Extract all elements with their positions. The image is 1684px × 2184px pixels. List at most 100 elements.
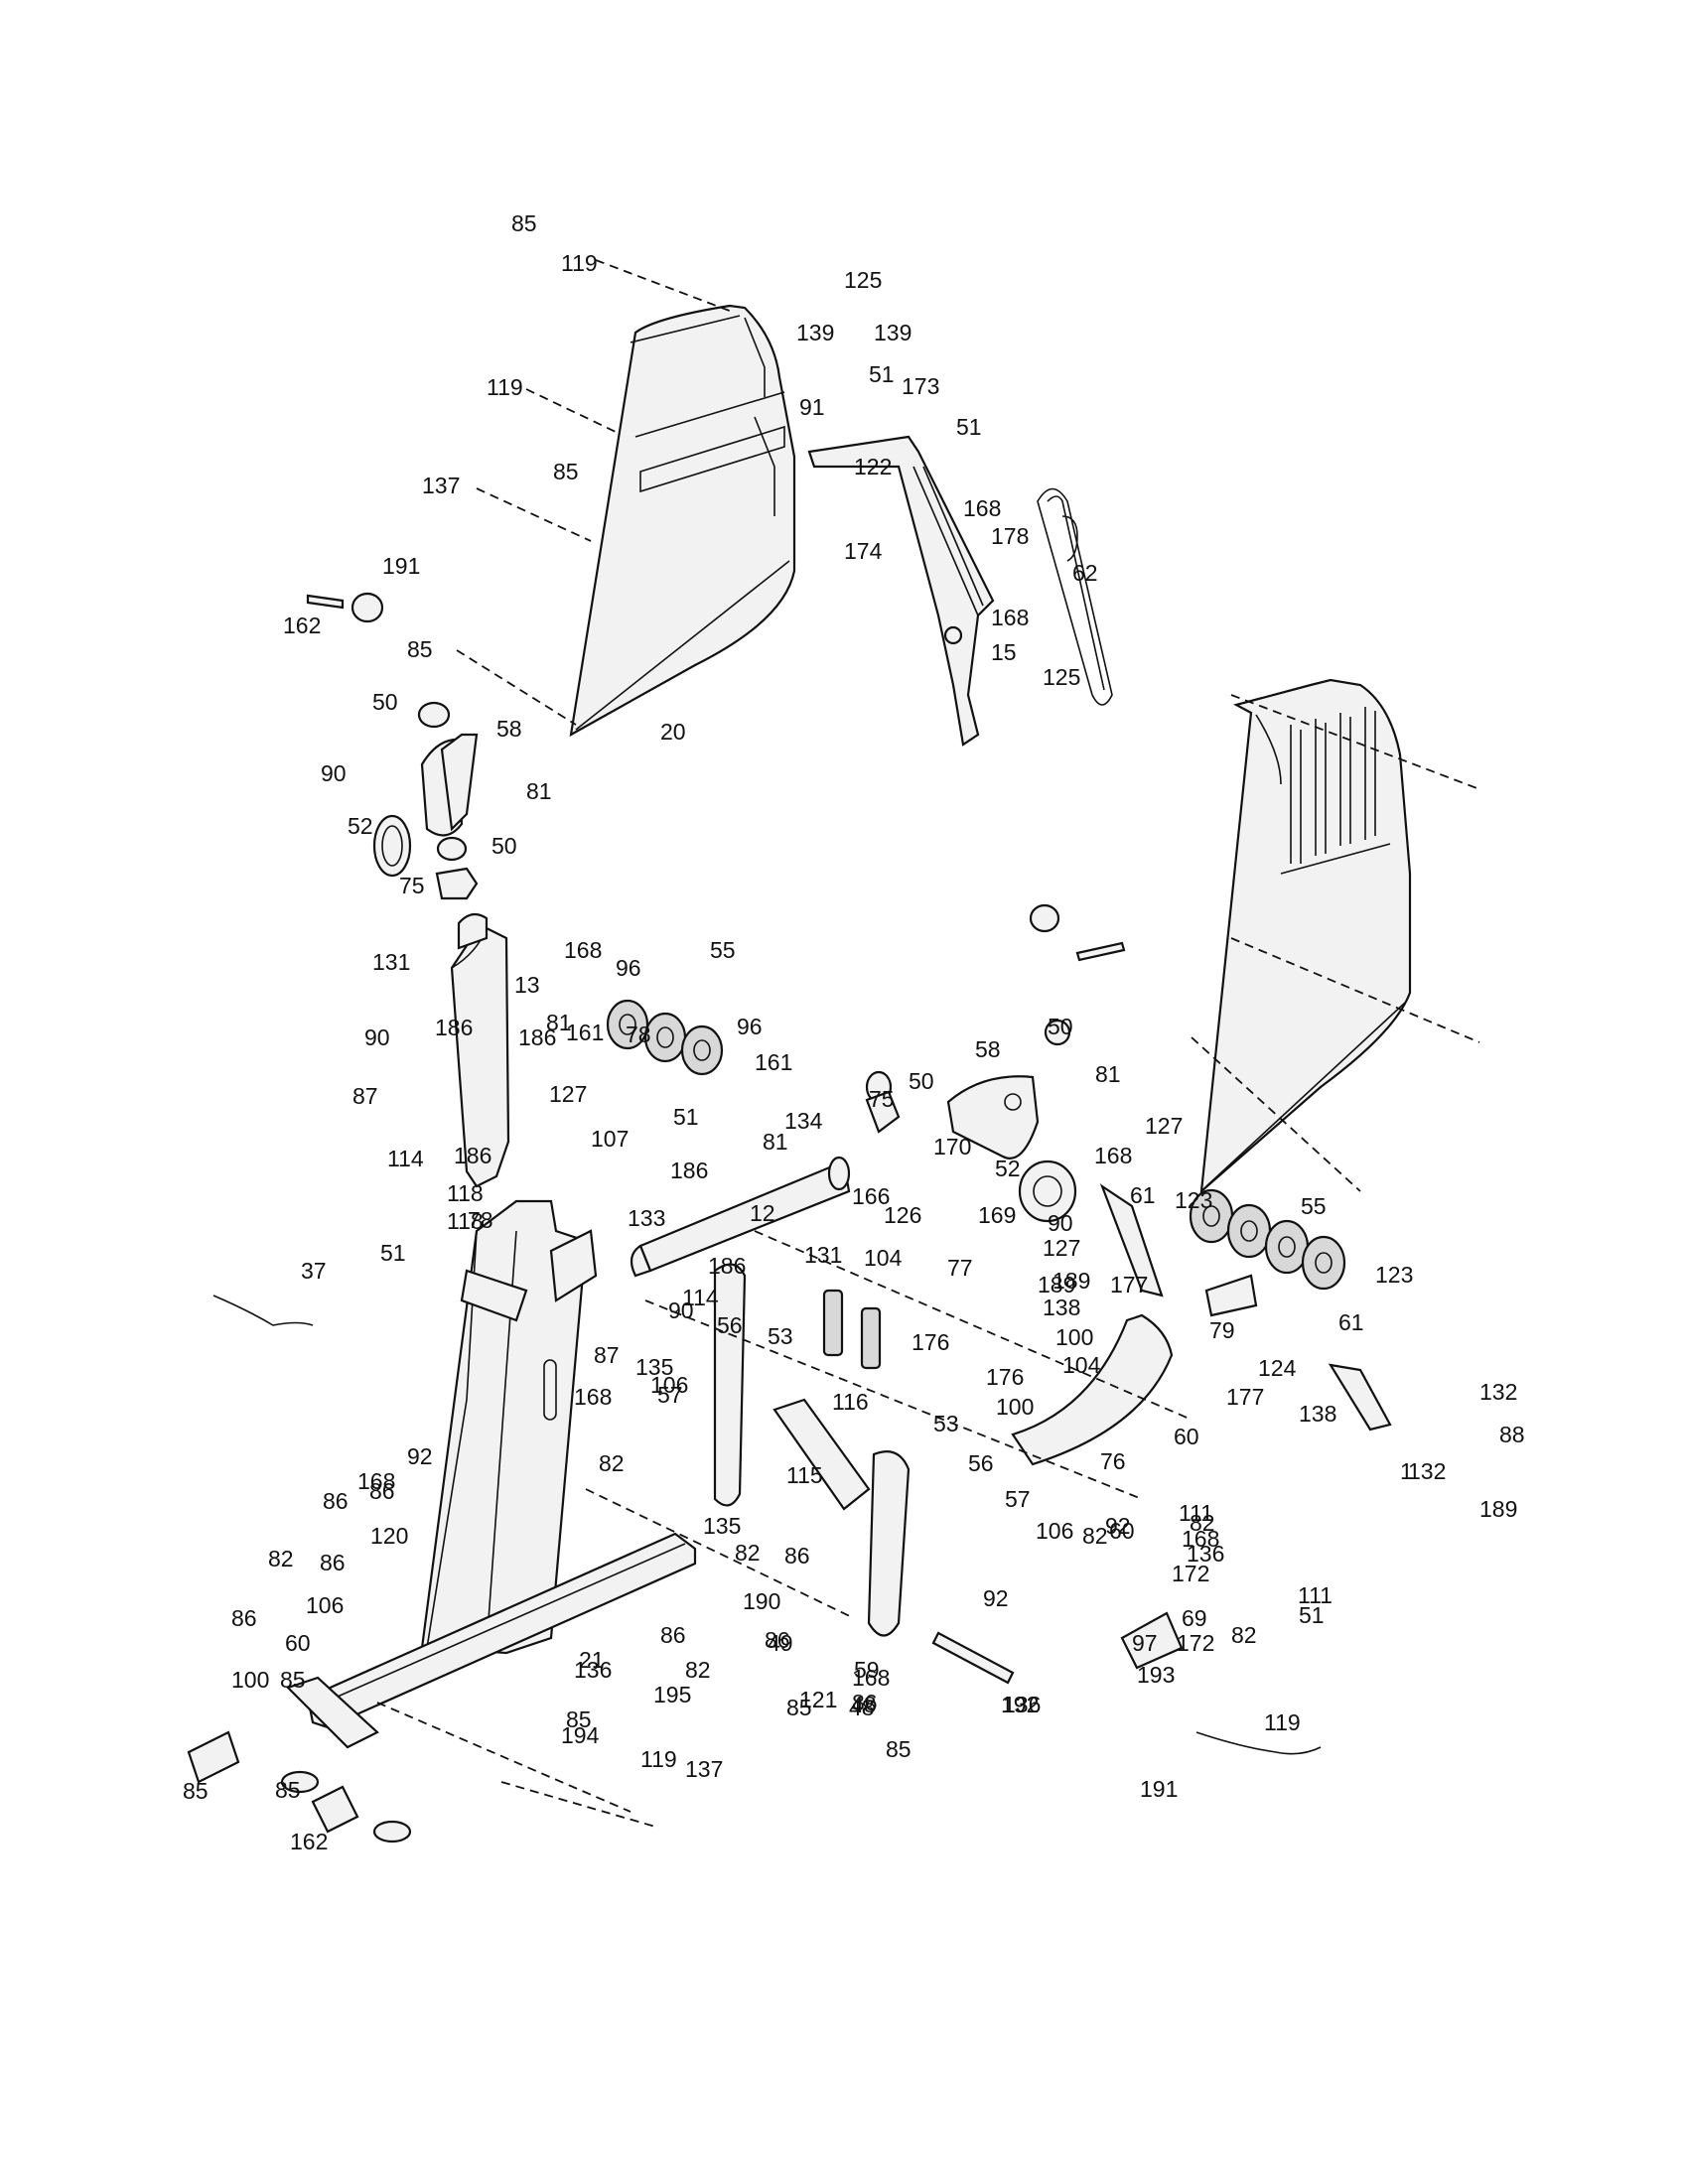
part-callout-53: 53 xyxy=(933,1411,959,1436)
part-callout-132: 132 xyxy=(1408,1458,1446,1484)
part-callout-86: 86 xyxy=(852,1690,878,1715)
plate-part-61-a xyxy=(1099,1183,1164,1297)
part-callout-20: 20 xyxy=(660,719,686,745)
part-callout-85: 85 xyxy=(407,636,433,662)
wire-harness-part-37 xyxy=(212,1295,314,1326)
part-callout-166: 166 xyxy=(852,1183,890,1209)
part-callout-82: 82 xyxy=(1190,1510,1215,1536)
part-callout-115: 115 xyxy=(786,1462,823,1488)
part-callout-96: 96 xyxy=(616,955,641,981)
part-callout-85: 85 xyxy=(886,1736,912,1762)
part-callout-56: 56 xyxy=(717,1312,743,1338)
part-callout-50: 50 xyxy=(491,833,517,859)
leveler-part-48-a xyxy=(280,1770,320,1794)
part-callout-178: 178 xyxy=(991,523,1029,549)
part-callout-186: 186 xyxy=(435,1015,473,1040)
part-callout-135: 135 xyxy=(635,1354,673,1380)
part-callout-136: 136 xyxy=(574,1657,612,1683)
part-callout-125: 125 xyxy=(844,267,882,293)
part-callout-58: 58 xyxy=(496,716,522,742)
part-callout-85: 85 xyxy=(183,1778,209,1804)
part-callout-168: 168 xyxy=(963,495,1001,521)
part-callout-100: 100 xyxy=(231,1667,269,1693)
part-callout-168: 168 xyxy=(991,605,1029,630)
part-callout-177: 177 xyxy=(1226,1384,1264,1410)
part-callout-100: 100 xyxy=(1055,1324,1093,1350)
linkage-arm-part-76 xyxy=(1011,1313,1174,1466)
part-callout-192: 192 xyxy=(1001,1692,1039,1717)
part-callout-107: 107 xyxy=(591,1126,629,1152)
part-callout-82: 82 xyxy=(268,1546,294,1571)
assembly-leader-lines xyxy=(376,259,1480,1828)
part-callout-139: 139 xyxy=(874,320,912,345)
part-callout-52: 52 xyxy=(995,1156,1021,1181)
part-callout-86: 86 xyxy=(323,1488,349,1514)
axle-part-190 xyxy=(931,1631,1015,1685)
part-callout-122: 122 xyxy=(854,454,892,479)
foot-part-97 xyxy=(311,1785,359,1834)
part-callout-168: 168 xyxy=(574,1384,612,1410)
knob-part-191-b xyxy=(1029,903,1060,933)
tube-part-115 xyxy=(772,1398,871,1511)
part-callout-60: 60 xyxy=(1109,1518,1135,1544)
part-callout-173: 173 xyxy=(902,373,939,399)
part-callout-51: 51 xyxy=(956,414,982,440)
part-callout-162: 162 xyxy=(290,1829,328,1854)
part-callout-168: 168 xyxy=(852,1665,890,1691)
part-callout-81: 81 xyxy=(763,1129,788,1155)
part-callout-162: 162 xyxy=(283,613,321,638)
part-callout-81: 81 xyxy=(546,1010,572,1035)
part-callout-92: 92 xyxy=(983,1585,1009,1611)
part-callout-124: 124 xyxy=(1258,1355,1297,1381)
part-callout-52: 52 xyxy=(348,813,373,839)
part-callout-85: 85 xyxy=(275,1777,301,1803)
part-callout-120: 120 xyxy=(370,1523,408,1549)
part-callout-69: 69 xyxy=(1182,1605,1207,1631)
part-callout-78: 78 xyxy=(626,1022,651,1047)
knob-part-191 xyxy=(351,592,384,623)
part-callout-190: 190 xyxy=(743,1588,780,1614)
part-callout-106: 106 xyxy=(650,1372,688,1398)
pulley-housing-part-58-right xyxy=(946,1075,1040,1160)
part-callout-50: 50 xyxy=(372,689,398,715)
part-callout-78: 78 xyxy=(468,1207,493,1233)
bracket-part-79 xyxy=(1204,1274,1258,1317)
part-callout-135: 135 xyxy=(703,1513,741,1539)
part-callout-87: 87 xyxy=(352,1083,378,1109)
part-callout-79: 79 xyxy=(1209,1317,1235,1343)
part-callout-100: 100 xyxy=(996,1394,1034,1420)
part-callout-90: 90 xyxy=(668,1297,694,1323)
part-callout-57: 57 xyxy=(657,1382,683,1408)
part-callout-51: 51 xyxy=(1299,1602,1325,1628)
part-callout-86: 86 xyxy=(660,1622,686,1648)
part-callout-131: 131 xyxy=(372,949,410,975)
part-callout-82: 82 xyxy=(1231,1622,1257,1648)
part-callout-114: 114 xyxy=(682,1285,719,1310)
bushing-part-50-b xyxy=(436,836,468,862)
part-callout-168: 168 xyxy=(564,937,602,963)
right-shroud-part-21 xyxy=(1199,678,1412,1194)
part-callout-82: 82 xyxy=(685,1657,711,1683)
part-callout-119: 119 xyxy=(487,374,523,400)
hinge-part-59 xyxy=(1120,1611,1184,1670)
part-callout-62: 62 xyxy=(1072,560,1098,586)
part-callout-161: 161 xyxy=(566,1020,604,1045)
part-callout-191: 191 xyxy=(382,553,420,579)
part-callout-1: 1 xyxy=(1400,1458,1413,1484)
part-callout-87: 87 xyxy=(594,1342,620,1368)
part-callout-15: 15 xyxy=(991,639,1017,665)
part-callout-90: 90 xyxy=(1048,1210,1073,1236)
pin-part-162 xyxy=(306,594,345,610)
upright-post-part-13 xyxy=(450,912,510,1188)
part-callout-134: 134 xyxy=(784,1108,823,1134)
part-callout-116: 116 xyxy=(832,1389,869,1415)
part-callout-104: 104 xyxy=(1062,1352,1101,1378)
part-callout-60: 60 xyxy=(1174,1424,1199,1449)
part-callout-121: 121 xyxy=(799,1687,837,1712)
part-callout-186: 186 xyxy=(454,1143,491,1168)
pulley-part-52-left xyxy=(372,814,412,878)
part-callout-126: 126 xyxy=(884,1202,921,1228)
part-callout-168: 168 xyxy=(1182,1526,1219,1552)
part-callout-119: 119 xyxy=(640,1746,677,1772)
